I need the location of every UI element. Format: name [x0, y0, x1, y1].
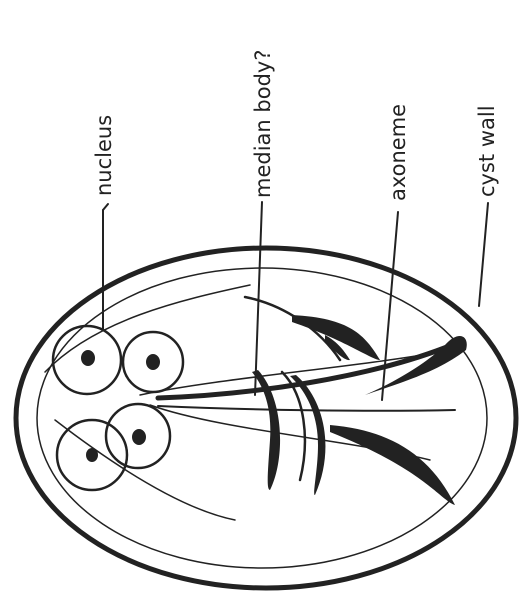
fibrils [45, 285, 440, 520]
label-nucleus: nucleus [92, 115, 116, 196]
label-median-body: median body? [251, 50, 275, 198]
label-axoneme: axoneme [386, 104, 410, 201]
cyst-outer-wall [16, 248, 516, 588]
label-cyst-wall: cyst wall [475, 105, 499, 197]
cyst-inner-wall [37, 268, 487, 568]
